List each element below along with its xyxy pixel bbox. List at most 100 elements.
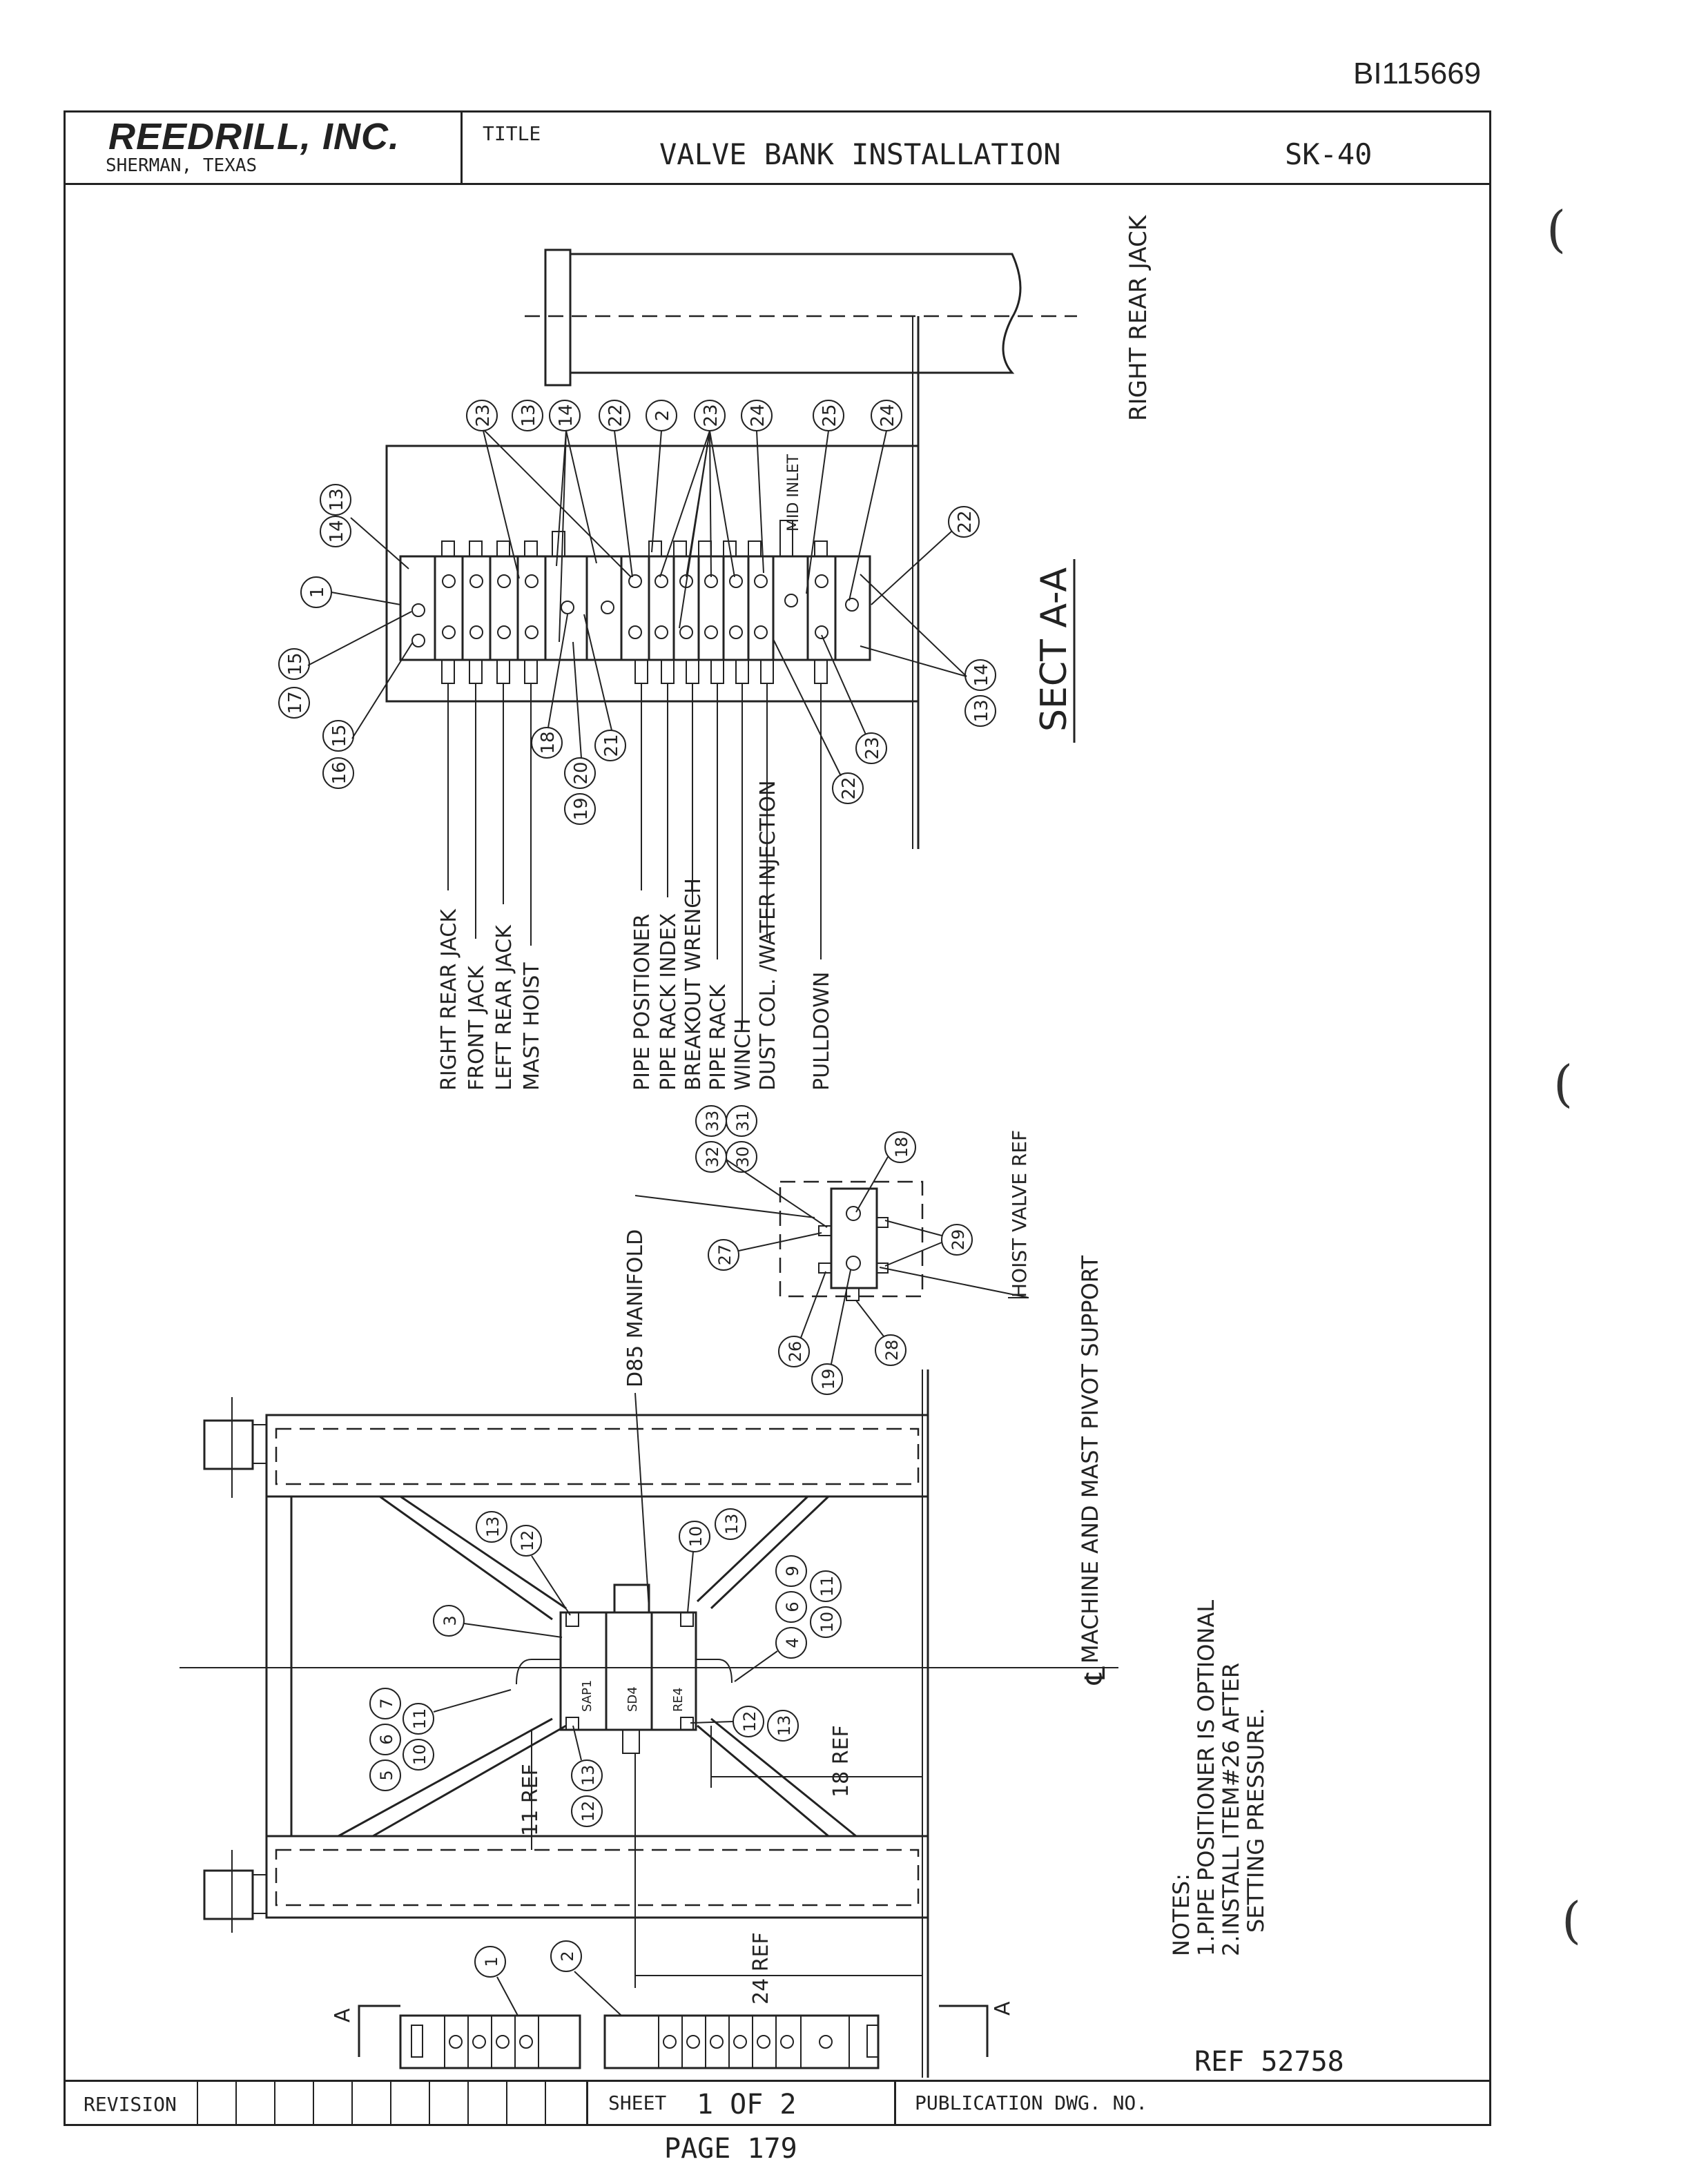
balloon: 9 bbox=[783, 1566, 802, 1576]
label-dust-collector: DUST COL. /WATER INJECTION bbox=[756, 780, 780, 1091]
plan-view: SAP1 SD4 RE4 D85 MANIFOLD 11 REF 18 REF … bbox=[180, 1195, 1118, 2078]
section-marker-right bbox=[939, 2005, 989, 2057]
balloon: 23 bbox=[473, 404, 494, 427]
label-pulldown: PULLDOWN bbox=[810, 972, 834, 1091]
balloon: 13 bbox=[971, 699, 992, 722]
spool-leaders bbox=[447, 683, 822, 1028]
balloon: 18 bbox=[892, 1137, 911, 1158]
revision-cell bbox=[467, 2082, 495, 2126]
manifold-block: SAP1 SD4 RE4 bbox=[516, 1583, 733, 1754]
balloon: 10 bbox=[817, 1612, 837, 1633]
balloon: 24 bbox=[877, 404, 898, 427]
document-id: BI115669 bbox=[1353, 57, 1482, 90]
balloon: 12 bbox=[518, 1530, 537, 1552]
balloon: 28 bbox=[882, 1340, 902, 1361]
section-marker-left bbox=[358, 2005, 400, 2057]
balloon: 22 bbox=[605, 404, 626, 427]
balloon: 26 bbox=[786, 1341, 805, 1363]
publication-label: PUBLICATION DWG. NO. bbox=[915, 2092, 1148, 2114]
balloon: 25 bbox=[820, 404, 840, 427]
block-label-re4: RE4 bbox=[671, 1688, 686, 1712]
balloon: 3 bbox=[440, 1615, 460, 1626]
drawing-sheet: REEDRILL, INC. SHERMAN, TEXAS TITLE VALV… bbox=[64, 110, 1491, 2126]
balloon: 18 bbox=[538, 731, 559, 754]
note-1: 1.PIPE POSITIONER IS OPTIONAL bbox=[1193, 1600, 1219, 1956]
balloon: 22 bbox=[839, 777, 860, 799]
balloon: 13 bbox=[579, 1765, 598, 1786]
balloon: 13 bbox=[722, 1514, 741, 1535]
drawing-title: VALVE BANK INSTALLATION bbox=[659, 137, 1061, 171]
top-balloons: 23 13 14 22 2 23 24 25 24 bbox=[466, 400, 902, 643]
label-left-rear-jack: LEFT REAR JACK bbox=[492, 924, 516, 1091]
sheet-value: 1 OF 2 bbox=[697, 2089, 797, 2120]
page-number: PAGE 179 bbox=[664, 2133, 797, 2165]
revision-cell bbox=[429, 2082, 456, 2126]
balloon: 7 bbox=[377, 1698, 396, 1708]
balloon: 13 bbox=[327, 488, 347, 511]
block-label-sap1: SAP1 bbox=[580, 1680, 594, 1712]
balloon: 13 bbox=[775, 1715, 794, 1737]
binder-hole-mark: ( bbox=[1562, 1891, 1582, 1949]
label-breakout-wrench: BREAKOUT WRENCH bbox=[681, 878, 706, 1091]
balloon: 4 bbox=[783, 1637, 802, 1648]
block-label-sd4: SD4 bbox=[626, 1686, 640, 1712]
company-location: SHERMAN, TEXAS bbox=[106, 155, 258, 176]
balloon: 22 bbox=[955, 510, 976, 533]
valve-function-labels: RIGHT REAR JACK FRONT JACK LEFT REAR JAC… bbox=[437, 780, 834, 1091]
section-title: SECT A-A bbox=[1034, 567, 1075, 732]
balloon: 5 bbox=[377, 1770, 396, 1780]
balloon: 13 bbox=[518, 404, 539, 427]
drawing-number: SK-40 bbox=[1285, 137, 1373, 171]
hoist-valve-detail: HOIST VALVE REF 32 33 30 31 18 27 29 26 … bbox=[695, 1105, 1031, 1395]
balloon: 17 bbox=[285, 691, 306, 714]
label-winch: WINCH bbox=[731, 1019, 755, 1091]
label-pipe-positioner: PIPE POSITIONER bbox=[630, 914, 654, 1091]
balloon: 21 bbox=[601, 734, 622, 757]
balloon: 2 bbox=[652, 410, 673, 422]
sheet-label: SHEET bbox=[608, 2092, 667, 2114]
notes: NOTES: 1.PIPE POSITIONER IS OPTIONAL 2.I… bbox=[1168, 1600, 1269, 1956]
note-2: 2.INSTALL ITEM#26 AFTER bbox=[1218, 1663, 1244, 1956]
dim-11-ref: 11 REF bbox=[518, 1764, 543, 1836]
jack-cylinder bbox=[525, 248, 1077, 387]
revision-cell bbox=[351, 2082, 379, 2126]
dim-24-ref: 24 REF bbox=[749, 1932, 773, 2005]
mounting-plate bbox=[385, 445, 920, 703]
revision-cell bbox=[274, 2082, 302, 2126]
balloon: 20 bbox=[571, 761, 592, 784]
reference-number: REF 52758 bbox=[1194, 2046, 1344, 2078]
company-name: REEDRILL, INC. bbox=[108, 116, 400, 157]
section-a-a: RIGHT REAR JACK FRONT JACK LEFT REAR JAC… bbox=[278, 214, 1152, 1091]
revision-cell bbox=[197, 2082, 224, 2126]
balloon: 14 bbox=[327, 520, 347, 543]
footer-block: REVISION SHEET 1 OF 2 PUBLICATION DWG. N… bbox=[66, 2080, 1489, 2126]
revision-cell bbox=[313, 2082, 340, 2126]
revision-cell bbox=[235, 2082, 263, 2126]
right-balloons: 22 13 14 bbox=[860, 506, 996, 727]
manifold-label: D85 MANIFOLD bbox=[623, 1229, 648, 1387]
label-right-rear-jack-top: RIGHT REAR JACK bbox=[1125, 214, 1152, 421]
balloon: 1 bbox=[482, 1956, 501, 1967]
label-pipe-rack-index: PIPE RACK INDEX bbox=[657, 913, 681, 1091]
balloon: 29 bbox=[949, 1229, 968, 1251]
valve-bank-section bbox=[399, 520, 871, 684]
label-right-rear-jack: RIGHT REAR JACK bbox=[437, 908, 461, 1091]
balloon: 6 bbox=[783, 1601, 802, 1612]
balloon: 11 bbox=[410, 1708, 429, 1730]
balloon: 10 bbox=[410, 1744, 429, 1766]
binder-hole-mark: ( bbox=[1546, 200, 1567, 258]
valve-bank-end-view: 1 2 A A bbox=[331, 1940, 1015, 2069]
note-3: SETTING PRESSURE. bbox=[1243, 1708, 1269, 1933]
section-mark-left: A bbox=[331, 2008, 355, 2022]
sheet-divider bbox=[586, 2082, 614, 2126]
balloon: 23 bbox=[701, 404, 721, 427]
balloon: 10 bbox=[686, 1526, 706, 1548]
revision-cell bbox=[506, 2082, 534, 2126]
balloon: 16 bbox=[329, 761, 350, 784]
revision-label: REVISION bbox=[84, 2093, 177, 2116]
balloon: 19 bbox=[819, 1369, 838, 1390]
binder-hole-mark: ( bbox=[1553, 1055, 1573, 1113]
balloon: 30 bbox=[733, 1147, 753, 1168]
balloon: 14 bbox=[971, 663, 992, 686]
plan-balloons: 13 12 10 13 3 4 6 9 10 11 5 6 7 10 11 12… bbox=[369, 1508, 842, 1827]
